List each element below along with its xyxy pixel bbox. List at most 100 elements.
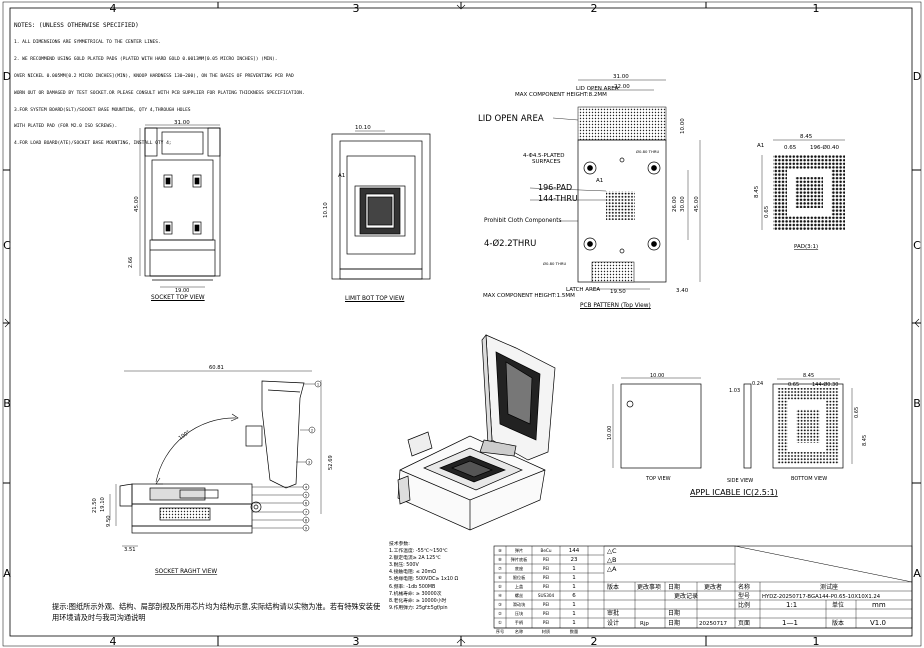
pad-span: 8.45: [800, 134, 813, 140]
title-scale-label: 比例: [738, 601, 750, 609]
pad-caption: PAD(3:1): [794, 244, 818, 250]
socket-right-labels: 60.81 52.69 100° 21.50 19.10 9.50 3.51 1…: [92, 365, 334, 575]
title-rev-label: 版本: [832, 619, 844, 627]
part-header: 序号 名称 材质 数量: [496, 628, 578, 635]
pcb-w4: 3.40: [676, 288, 689, 294]
part-no: ⑧: [498, 557, 502, 562]
pcb-surfaces: SURFACES: [532, 159, 561, 165]
note-line: 4.FOR LOAD BOARD(ATE)/SOCKET BASE MOUNTI…: [14, 141, 172, 147]
grid-right-b: B: [913, 397, 921, 410]
limit-bot-width: 10.10: [355, 125, 371, 131]
title-unit-label: 单位: [832, 601, 844, 609]
balloon-2: 2: [311, 429, 313, 433]
spec-line: 1.工作温度: -55℃~150℃: [389, 549, 448, 555]
part-name: 滑动块: [513, 601, 526, 608]
limit-bot-a1: A1: [338, 173, 345, 179]
part-material: SUS304: [538, 593, 555, 598]
socket-top-offset: 2.66: [128, 257, 134, 268]
pcb-a1: A1: [596, 178, 603, 184]
part-no: ⑥: [498, 575, 502, 580]
part-row-8: ⑧ 弹片底板 PEI 23: [498, 556, 578, 563]
part-qty: 6: [572, 593, 576, 599]
revision-review: 审批: [607, 609, 619, 617]
part-row-1: ① 手柄 PEI 1: [498, 619, 576, 626]
applicable-ic-view: [612, 377, 853, 469]
balloon-7: 7: [305, 511, 307, 515]
revision-design: 设计: [607, 619, 619, 627]
pcb-w1: 31.00: [613, 74, 629, 80]
pad-a1: A1: [757, 143, 764, 149]
part-no: ⑨: [498, 548, 502, 553]
spec-line: 7.机械寿命: ≥ 30000次: [389, 591, 442, 597]
revision-change: 更改事项: [637, 583, 661, 591]
part-name: 压块: [515, 610, 524, 617]
revision-block: △C △B △A 版本 更改事项 日期 更改者 更改记录 审批 日期 设计 Rj…: [607, 547, 727, 627]
revision-mark-c: △C: [607, 547, 617, 555]
part-material: PEI: [543, 566, 549, 571]
socket-top-view: 31.00 45.00 2.66 19.00: [128, 120, 221, 294]
spec-line: 4.接触电阻: ≤ 20mΩ: [389, 570, 436, 576]
revision-date: 日期: [668, 583, 680, 591]
pcb-latch: LATCH AREA: [566, 287, 600, 293]
pcb-lid-open: LID OPEN AREA: [576, 86, 619, 92]
pad-view-labels: A1 0.65 196-Ø0.40 8.45 8.45 0.65 PAD(3:1…: [754, 134, 840, 250]
part-qty: 1: [572, 584, 576, 590]
grid-bottom-1: 1: [813, 635, 820, 648]
part-qty: 1: [572, 620, 576, 626]
pcb-holes: 4-Ø2.2THRU: [484, 238, 536, 249]
grid-right-c: C: [913, 239, 921, 252]
part-qty: 1: [572, 602, 576, 608]
grid-top-1: 1: [813, 2, 820, 15]
part-row-2: ② 压块 PEI 1: [498, 610, 576, 617]
pcb-pad196: 196-PAD: [538, 183, 572, 192]
right-height: 52.69: [328, 455, 334, 470]
grid-right-a: A: [913, 567, 921, 580]
pcb-w2: 22.00: [614, 84, 630, 90]
balloon-3: 3: [308, 461, 310, 465]
spec-line: 9.作用弹力: 25gf±5gf/pin: [389, 605, 448, 611]
title-unit-value: mm: [872, 601, 886, 609]
part-header-material: 材质: [542, 628, 550, 635]
balloon-6: 6: [305, 502, 308, 506]
part-no: ⑤: [498, 584, 502, 589]
title-name-value: 测试座: [820, 583, 838, 591]
socket-top-caption: SOCKET TOP VIEW: [151, 295, 205, 301]
ic-pitch: 0.65: [788, 382, 799, 388]
part-qty: 1: [572, 575, 576, 581]
spec-line: 8.老化寿命: ≥ 10000小时: [389, 598, 447, 604]
pcb-hole-small: Ø0.80 THRU: [636, 149, 659, 154]
part-qty: 23: [571, 557, 578, 563]
balloon-9: 9: [305, 527, 308, 531]
title-block-fields: 名称 测试座 型号 HYDZ-20250717-BGA144-P0.65-10X…: [738, 583, 886, 627]
title-name-label: 名称: [738, 583, 750, 591]
part-material: PEI: [543, 584, 549, 589]
part-material: PEI: [543, 611, 549, 616]
part-list: ⑨ 弹片 BeCu 144 ⑧ 弹片底板 PEI 23 ⑦ 底座 PEI 1 ⑥…: [496, 547, 580, 635]
pcb-d1: 26.00: [672, 196, 678, 212]
revision-version: 版本: [607, 583, 619, 591]
ic-span: 8.45: [803, 373, 814, 379]
tech-specs: 技术参数: 1.工作温度: -55℃~150℃ 2.额定电流≥ 2A 125℃ …: [389, 541, 458, 612]
part-name: 弹片底板: [511, 556, 529, 563]
pcb-w3: 19.50: [610, 289, 626, 295]
ic-t1: 1.03: [729, 388, 740, 394]
part-name: 螺丝: [515, 592, 523, 599]
pcb-plated: 4-Φ4.5-PLATED: [523, 153, 564, 159]
ic-side-view: SIDE VIEW: [727, 478, 753, 484]
pcb-d3: 45.00: [694, 196, 700, 212]
part-name: 底座: [515, 565, 523, 572]
grid-left-a: A: [3, 567, 11, 580]
part-no: ③: [498, 602, 502, 607]
revision-review-date: 日期: [668, 609, 680, 617]
pcb-lid-label: LID OPEN AREA: [478, 114, 544, 124]
part-name: 手柄: [515, 619, 523, 626]
grid-left-d: D: [3, 70, 11, 83]
title-block-frame: [493, 545, 913, 629]
grid-bottom-2: 2: [591, 635, 598, 648]
grid-labels: 4 3 2 1 4 3 2 1 D C B A D C B A: [3, 2, 921, 648]
spec-line: 5.绝缘电阻: 500VDC≥ 1x10 Ω: [389, 577, 459, 583]
ic-pv: 0.65: [854, 407, 860, 418]
note-line: WORN OUT OR DAMAGED BY TEST SOCKET.OR PL…: [14, 90, 305, 96]
